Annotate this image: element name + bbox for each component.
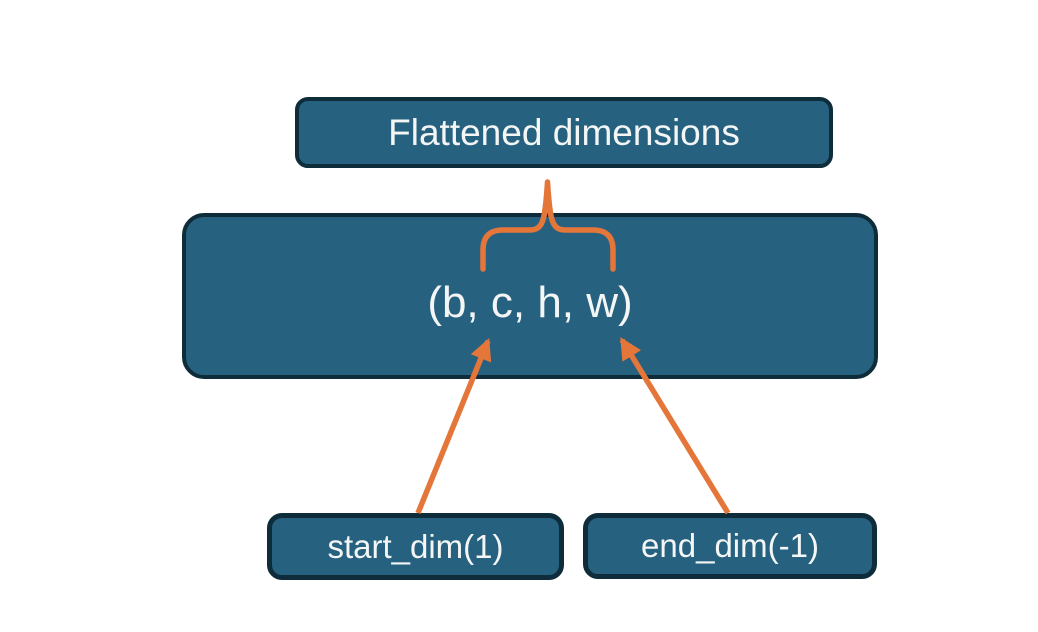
node-flattened-dimensions: Flattened dimensions [295,97,833,168]
node-end-dim-label: end_dim(-1) [641,527,819,564]
node-start-dim-label: start_dim(1) [327,527,504,565]
node-tensor-shape-label: (b, c, h, w) [427,278,633,327]
node-flattened-dimensions-label: Flattened dimensions [388,111,740,153]
node-tensor-shape: (b, c, h, w) [182,213,878,379]
node-start-dim: start_dim(1) [267,513,564,580]
node-end-dim: end_dim(-1) [583,513,877,579]
